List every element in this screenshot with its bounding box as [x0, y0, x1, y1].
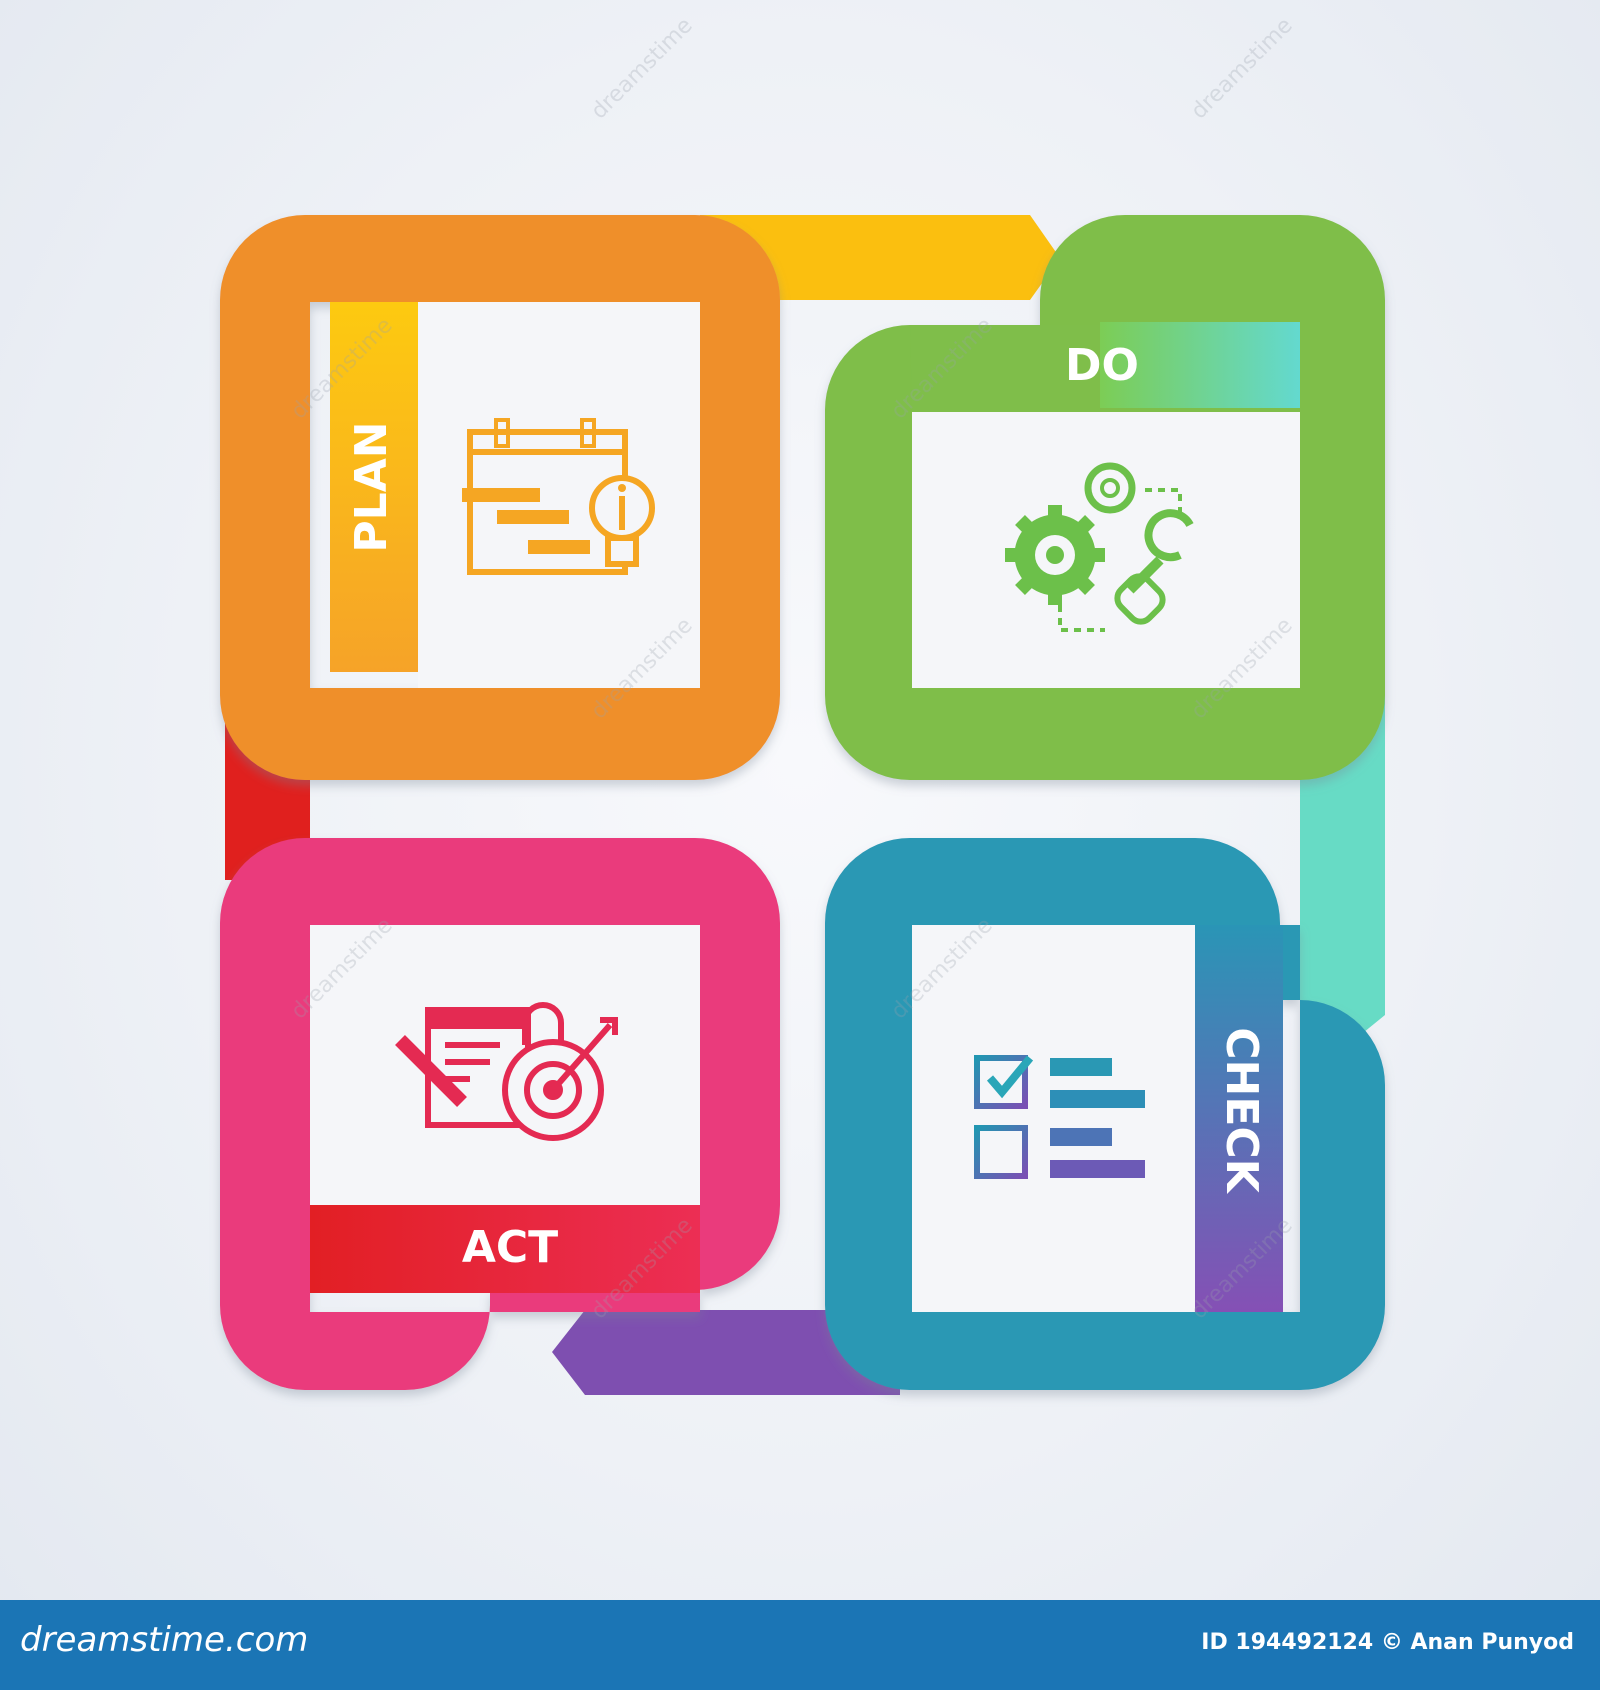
plan-frame [220, 215, 780, 780]
footer-site-link[interactable]: dreamstime.com [20, 1620, 309, 1660]
act-label-strip [310, 1205, 700, 1293]
do-label: DO [1065, 340, 1139, 391]
gears-wrench-icon [1005, 462, 1194, 632]
act-step: ACT [220, 838, 780, 1390]
footer-bar: dreamstime.com ID 194492124 © Anan Punyo… [0, 1600, 1600, 1690]
plan-step: PLAN [220, 215, 780, 780]
watermark-text: dreamstime [1187, 13, 1298, 124]
connector-do-to-check [1300, 690, 1385, 1050]
connector-check-to-act [552, 1310, 900, 1395]
act-frame [220, 838, 780, 1390]
check-panel [912, 925, 1195, 1312]
pdca-diagram: PLAN DO [220, 13, 1385, 1395]
check-frame [825, 838, 1385, 1390]
check-step: CHECK [825, 838, 1385, 1390]
do-label-strip [1100, 322, 1300, 408]
do-step: DO [825, 215, 1385, 780]
target-document-icon [395, 1002, 618, 1141]
check-label: CHECK [1216, 1027, 1267, 1194]
connector-plan-to-do [700, 215, 1060, 300]
check-label-strip [1195, 925, 1283, 1312]
plan-label: PLAN [346, 421, 397, 552]
plan-panel [418, 302, 700, 688]
act-label: ACT [462, 1222, 558, 1273]
watermark-text: dreamstime [587, 13, 698, 124]
footer-credit: ID 194492124 © Anan Punyod [1201, 1630, 1574, 1655]
act-panel [310, 925, 700, 1205]
plan-calendar-lightbulb-icon [462, 418, 655, 575]
do-panel [912, 412, 1300, 688]
plan-label-strip [330, 302, 418, 672]
checklist-icon [974, 1055, 1145, 1179]
